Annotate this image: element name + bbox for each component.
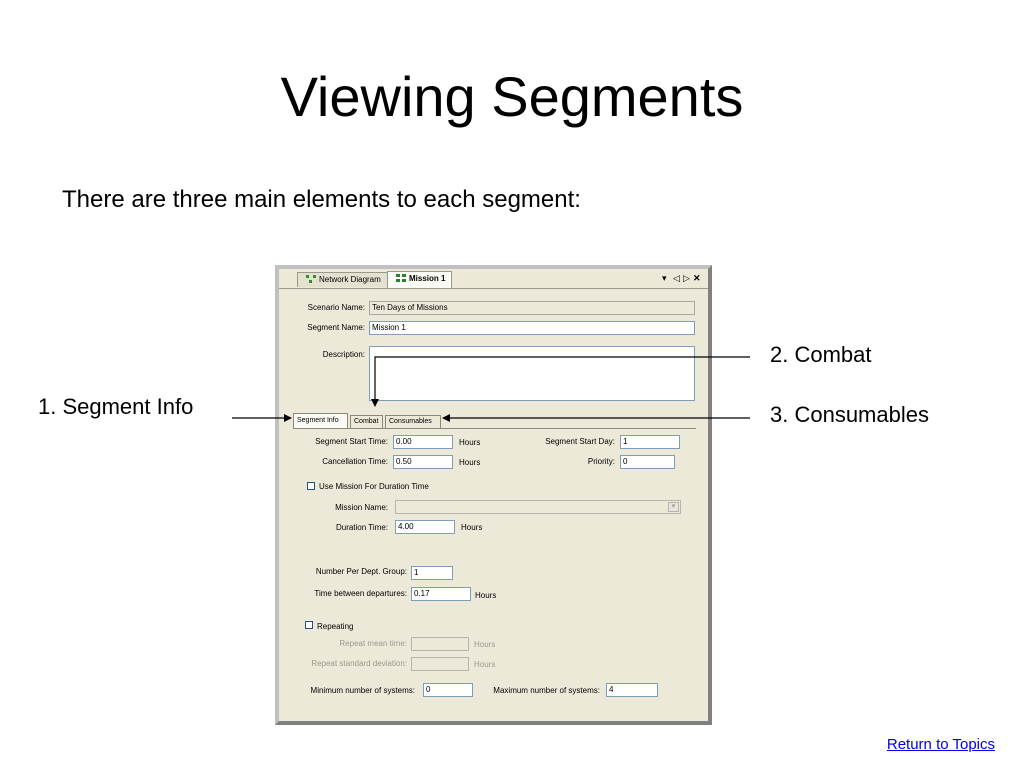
- scroll-left-icon[interactable]: ◁: [673, 273, 680, 283]
- scenario-name-field: Ten Days of Missions: [369, 301, 695, 315]
- callout-combat: 2. Combat: [770, 342, 872, 367]
- tab-network-diagram-label: Network Diagram: [319, 275, 381, 284]
- repeat-std-deviation-input[interactable]: [411, 657, 469, 671]
- segment-start-time-unit: Hours: [459, 438, 481, 447]
- time-between-departures-label: Time between departures:: [314, 589, 407, 598]
- tab-segment-info[interactable]: Segment Info: [293, 413, 348, 429]
- document-tab-bar: Network Diagram Mission 1 ▾ ◁ ▷ ✕: [279, 269, 708, 289]
- callout-segment-info: 1. Segment Info: [38, 394, 194, 419]
- mission-name-label: Mission Name:: [335, 503, 388, 512]
- repeat-mean-time-unit: Hours: [474, 640, 496, 649]
- min-systems-label: Minimum number of systems:: [310, 686, 415, 695]
- repeating-label: Repeating: [317, 622, 354, 631]
- cancellation-time-unit: Hours: [459, 458, 481, 467]
- number-per-group-input[interactable]: 1: [411, 566, 453, 580]
- slide-title: Viewing Segments: [280, 65, 744, 128]
- callout-consumables: 3. Consumables: [770, 402, 929, 427]
- tab-network-diagram[interactable]: Network Diagram: [297, 272, 388, 287]
- close-icon[interactable]: ✕: [693, 273, 701, 283]
- segment-start-time-input[interactable]: 0.00: [393, 435, 453, 449]
- grid-icon: [396, 274, 406, 282]
- duration-time-input[interactable]: 4.00: [395, 520, 455, 534]
- description-label: Description:: [322, 350, 365, 359]
- description-textarea[interactable]: [369, 346, 695, 401]
- tab-list-dropdown-icon[interactable]: ▾: [662, 273, 667, 283]
- repeat-mean-time-label: Repeat mean time:: [339, 639, 407, 648]
- slide-subtitle: There are three main elements to each se…: [62, 186, 581, 213]
- chevron-down-icon: ▾: [668, 502, 679, 512]
- priority-label: Priority:: [587, 457, 615, 466]
- duration-time-label: Duration Time:: [335, 523, 388, 532]
- segment-info-panel: [293, 428, 696, 711]
- use-mission-checkbox[interactable]: [307, 482, 315, 490]
- app-window: Network Diagram Mission 1 ▾ ◁ ▷ ✕ Scenar…: [275, 265, 712, 725]
- min-systems-input[interactable]: 0: [423, 683, 473, 697]
- segment-name-input[interactable]: Mission 1: [369, 321, 695, 335]
- mission-name-select[interactable]: ▾: [395, 500, 681, 514]
- max-systems-input[interactable]: 4: [606, 683, 658, 697]
- time-between-departures-unit: Hours: [475, 591, 497, 600]
- number-per-group-label: Number Per Dept. Group:: [315, 567, 407, 576]
- return-to-topics-link[interactable]: Return to Topics: [886, 736, 995, 753]
- duration-time-unit: Hours: [461, 523, 483, 532]
- tab-consumables[interactable]: Consumables: [385, 415, 441, 428]
- segment-start-day-label: Segment Start Day:: [545, 437, 615, 446]
- tab-mission-1-label: Mission 1: [409, 274, 446, 283]
- cancellation-time-input[interactable]: 0.50: [393, 455, 453, 469]
- max-systems-label: Maximum number of systems:: [493, 686, 600, 695]
- scroll-right-icon[interactable]: ▷: [683, 273, 690, 283]
- scenario-name-label: Scenario Name:: [307, 303, 365, 312]
- use-mission-label: Use Mission For Duration Time: [319, 482, 429, 491]
- priority-input[interactable]: 0: [620, 455, 675, 469]
- network-icon: [306, 275, 316, 283]
- repeat-std-deviation-unit: Hours: [474, 660, 496, 669]
- segment-start-day-input[interactable]: 1: [620, 435, 680, 449]
- tab-mission-1[interactable]: Mission 1: [387, 271, 453, 288]
- repeat-mean-time-input[interactable]: [411, 637, 469, 651]
- tab-combat[interactable]: Combat: [350, 415, 383, 428]
- cancellation-time-label: Cancellation Time:: [322, 457, 388, 466]
- repeat-std-deviation-label: Repeat standard deviation:: [311, 659, 407, 668]
- repeating-checkbox[interactable]: [305, 621, 313, 629]
- segment-name-label: Segment Name:: [307, 323, 365, 332]
- time-between-departures-input[interactable]: 0.17: [411, 587, 471, 601]
- segment-start-time-label: Segment Start Time:: [315, 437, 388, 446]
